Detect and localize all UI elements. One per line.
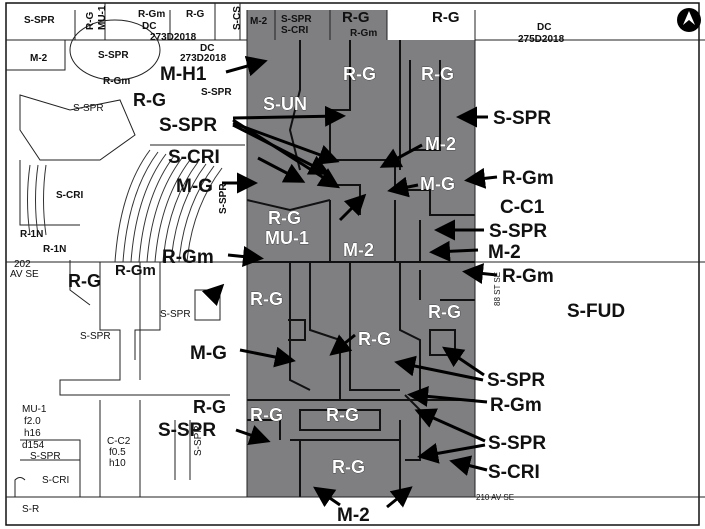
label-r-g-top4: R-G [432,9,460,26]
label-in-m-g: M-G [420,174,455,194]
label-s-cri-c: S-CRI [168,147,220,168]
label-m-g-c2: M-G [190,343,227,364]
label-m-2-top: M-2 [250,16,268,27]
label-dc-mid: DC [200,43,214,54]
label-r-gm-left: R-Gm [103,76,130,87]
label-s-spr-vert: S-SPR [218,183,229,214]
label-s-spr-top3: S-SPR [281,14,312,25]
label-r-c-c1: C-C1 [500,197,545,218]
label-c-c2: C-C2 [107,436,131,447]
leader-arrows [201,55,498,509]
label-in-r-g-2: R-G [421,64,454,84]
label-mu-1-tl: MU-1 [97,5,108,30]
label-s-spr-tl: S-SPR [24,15,55,26]
label-mu-1-lower: MU-1 [22,404,47,415]
label-s-spr-bl: S-SPR [30,451,61,462]
label-m-2-left: M-2 [30,53,48,64]
label-r-gm-top3: R-Gm [350,28,377,39]
label-s-spr-mid: S-SPR [201,87,232,98]
label-s-spr-bl-vert: S-SPR [193,425,204,456]
label-r-s-spr-1: S-SPR [493,108,551,129]
label-m-g-c1: M-G [176,176,213,197]
label-r-g-lower-left: R-G [193,397,226,417]
label-road-av-se: AV SE [10,269,39,280]
label-in-r-g-7: R-G [326,405,359,425]
north-arrow-icon [677,8,701,32]
curved-streets [27,149,223,263]
label-in-m-2-b: M-2 [343,240,374,260]
label-s-spr-lower2: S-SPR [160,309,191,320]
label-c-c2-f: f0.5 [109,447,126,458]
label-r-s-spr-3: S-SPR [487,370,545,391]
label-c-c2-h: h10 [109,458,126,469]
label-in-r-g-4: R-G [428,302,461,322]
label-r-gm-strip: R-Gm [115,262,156,279]
label-r-r-gm-2: R-Gm [502,266,554,287]
label-r-m-2: M-2 [488,242,521,263]
label-s-spr-c2: S-SPR [158,420,216,441]
label-r-g-c: R-G [268,208,301,228]
label-road-210: 210 AV SE [476,493,514,502]
label-m-h1: M-H1 [160,64,207,85]
label-r-s-spr-4: S-SPR [488,433,546,454]
label-mu-1-d: d154 [22,440,45,451]
label-mu-1-h: h16 [24,428,41,439]
label-in-r-g-1: R-G [343,64,376,84]
label-r-1n-a: R-1N [20,229,43,240]
label-s-spr-park: S-SPR [73,103,104,114]
label-in-r-g-6: R-G [250,405,283,425]
label-dc-top-num: 273D2018 [150,32,197,43]
parcel-boundaries [246,40,475,497]
label-r-gm-top: R-Gm [138,9,165,20]
label-r-1n-b: R-1N [43,244,66,255]
label-dc-right-num: 275D2018 [518,34,565,45]
label-r-s-spr-2: S-SPR [489,221,547,242]
label-dc-right: DC [537,22,551,33]
label-s-spr-lower: S-SPR [80,331,111,342]
label-r-g-tl: R-G [85,11,96,30]
label-mu-1-c: MU-1 [265,228,309,248]
label-s-cri-top3: S-CRI [281,25,308,36]
label-r-g-top2: R-G [186,9,205,20]
label-r-gm-c: R-Gm [162,247,214,268]
label-s-cs-top: S-CS [232,6,243,30]
label-in-m-2-a: M-2 [425,134,456,154]
label-r-r-gm-3: R-Gm [490,395,542,416]
label-in-s-un: S-UN [263,94,307,114]
label-dc-mid-num: 273D2018 [180,53,227,64]
label-in-r-g-3: R-G [250,289,283,309]
label-r-r-gm-1: R-Gm [502,168,554,189]
label-s-spr-left: S-SPR [98,50,129,61]
label-r-g-strip: R-G [68,271,101,291]
label-road-88st: 88 ST SE [493,272,502,306]
label-road-202: 202 [14,259,31,270]
label-s-cri-bl: S-CRI [42,475,69,486]
label-dc-top: DC [142,21,156,32]
label-s-spr-c1: S-SPR [159,115,217,136]
label-in-r-g-8: R-G [332,457,365,477]
label-in-r-g-5: R-G [358,329,391,349]
label-m-2-bottom: M-2 [337,505,370,526]
label-s-r-bl: S-R [22,504,39,515]
label-mu-1-f: f2.0 [24,416,41,427]
label-r-g-top3: R-G [342,9,370,26]
label-s-fud: S-FUD [567,301,625,322]
label-r-s-cri: S-CRI [488,462,540,483]
label-r-g-left: R-G [133,90,166,110]
label-s-cri-left: S-CRI [56,190,83,201]
